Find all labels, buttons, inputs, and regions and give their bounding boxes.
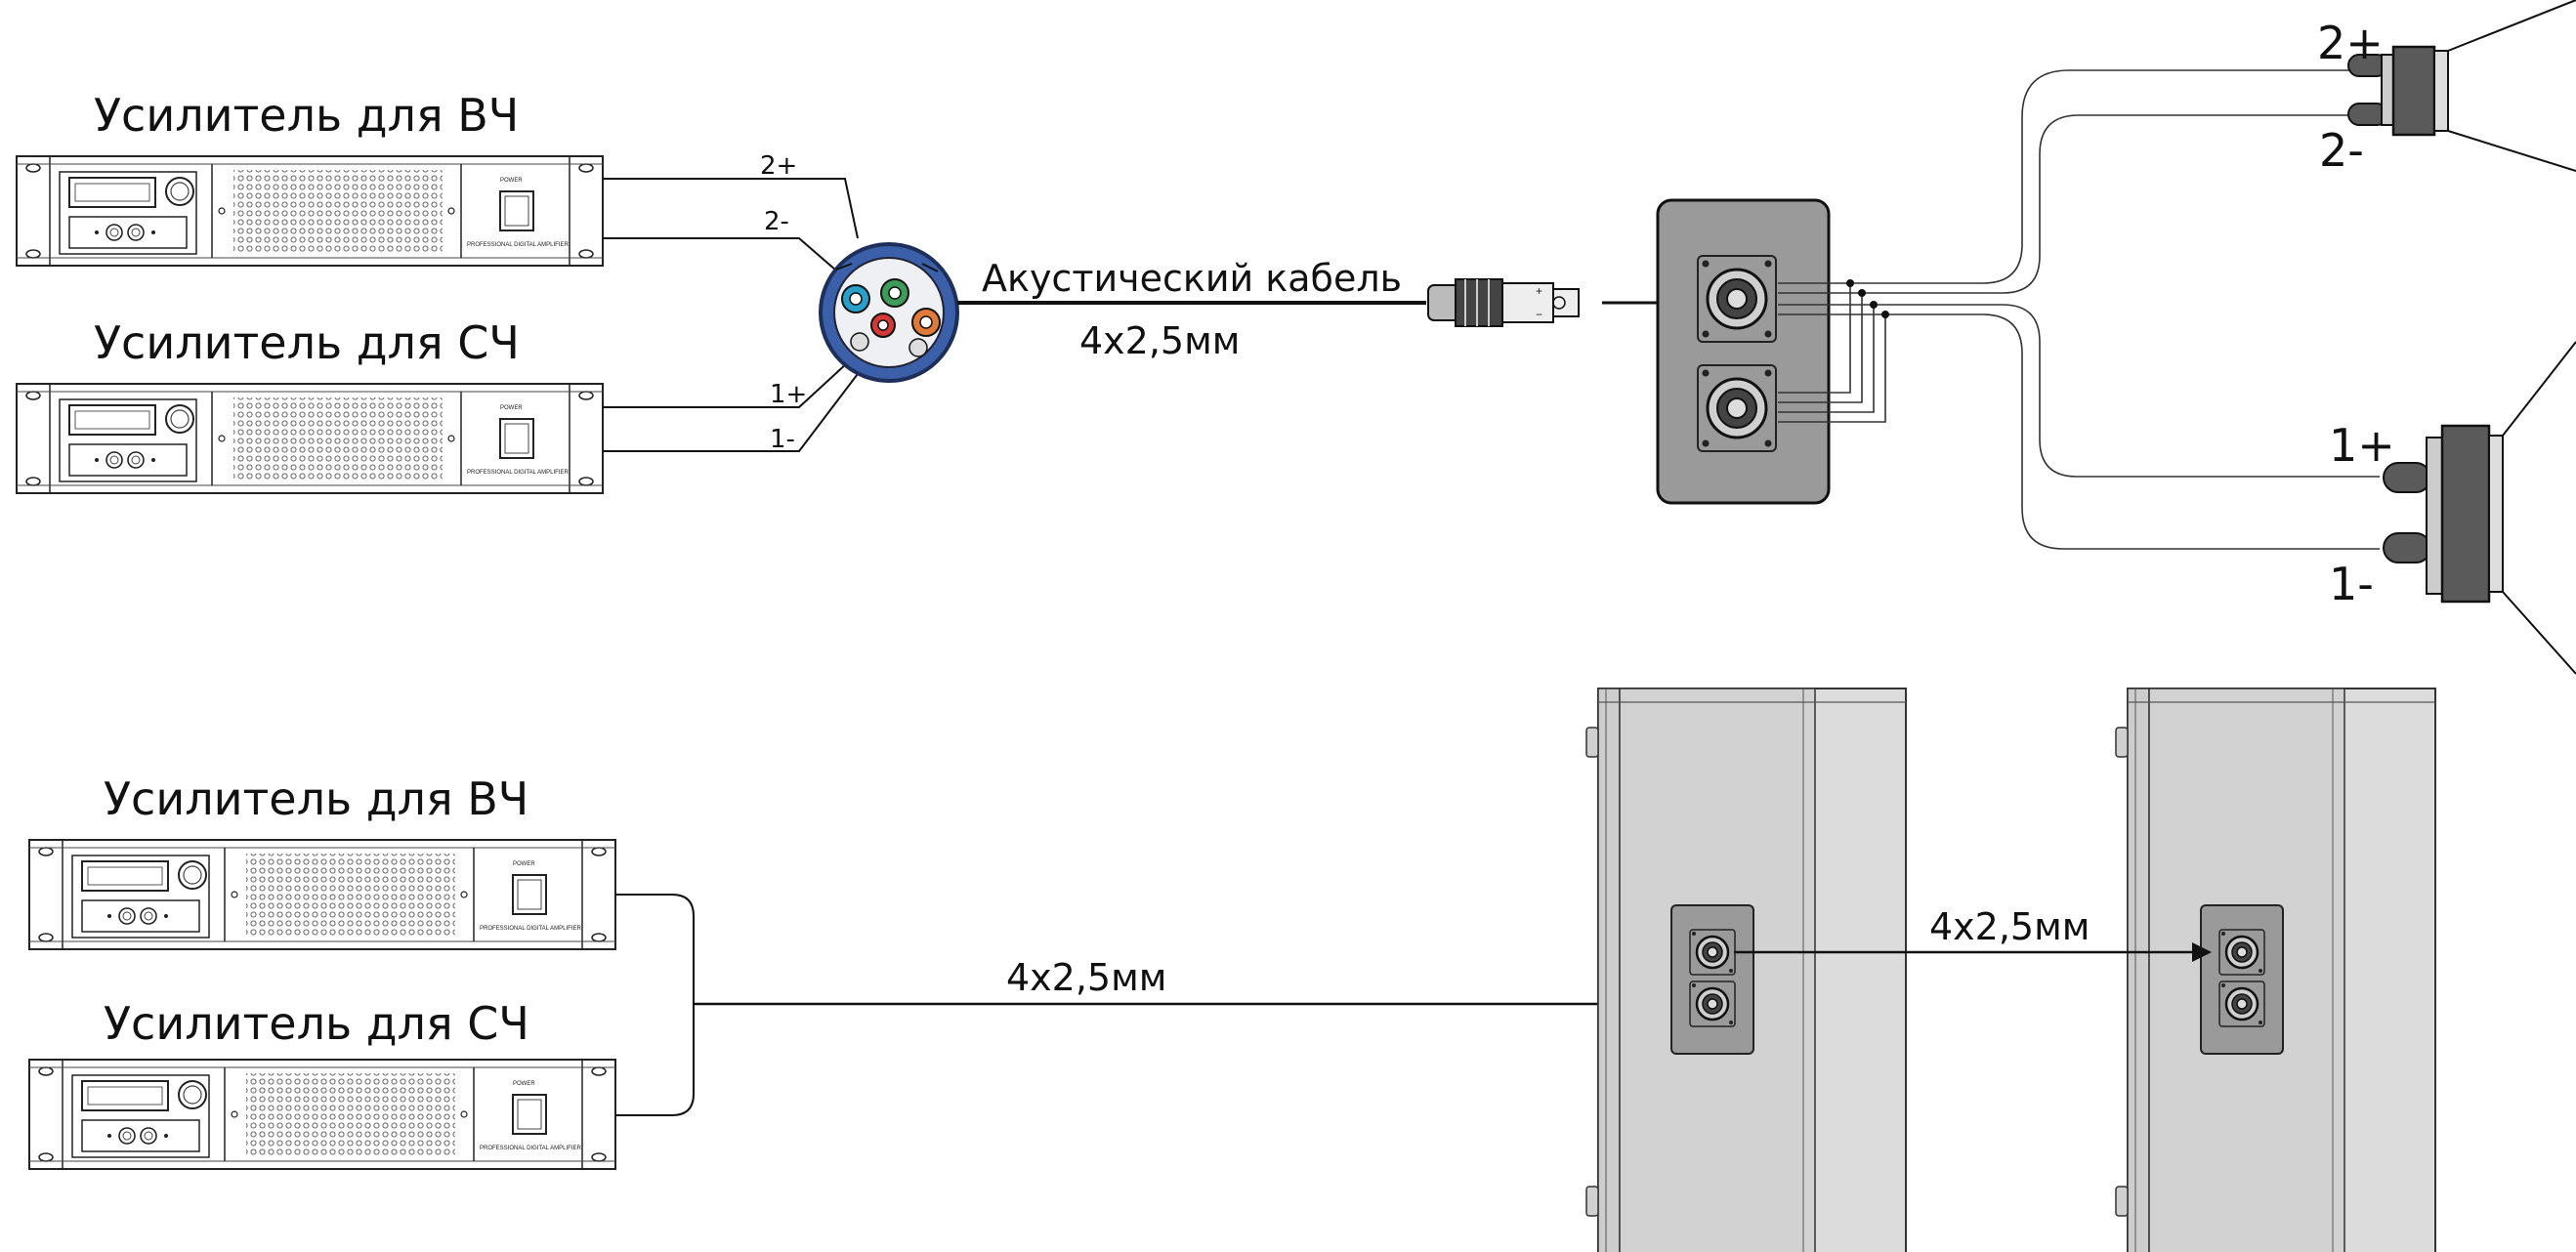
cable-spec-top: 4x2,5мм [1079, 319, 1240, 362]
pin-label-1minus: 1- [770, 425, 795, 454]
model-label: PROFESSIONAL DIGITAL AMPLIFIER [467, 242, 569, 248]
driver-hf-pin-minus: 2- [2319, 124, 2364, 177]
amp-mf-title-bottom: Усилитель для СЧ [104, 997, 529, 1050]
svg-text:−: − [1536, 308, 1542, 321]
amplifier-hf-top: POWER PROFESSIONAL DIGITAL AMPLIFIER [16, 155, 604, 267]
speaker-cabinet-1 [1585, 688, 1907, 1252]
amplifier-hf-bottom: POWER PROFESSIONAL DIGITAL AMPLIFIER [28, 839, 616, 950]
pin-label-2plus: 2+ [760, 151, 797, 181]
speakon-cable-plug: + − [1427, 278, 1580, 327]
model-label: PROFESSIONAL DIGITAL AMPLIFIER [480, 926, 581, 932]
model-label: PROFESSIONAL DIGITAL AMPLIFIER [480, 1146, 581, 1151]
cable-spec-bottom-main: 4x2,5мм [1006, 956, 1166, 999]
cable-spec-bottom-link: 4x2,5мм [1929, 905, 2090, 948]
driver-hf-pin-plus: 2+ [2317, 17, 2384, 69]
amp-mf-title-top: Усилитель для СЧ [94, 316, 520, 369]
amplifier-mf-bottom: POWER PROFESSIONAL DIGITAL AMPLIFIER [28, 1059, 616, 1170]
power-label: POWER [513, 861, 535, 867]
speaker-cabinet-2 [2115, 688, 2436, 1252]
power-label: POWER [500, 178, 523, 184]
driver-mf [2383, 341, 2576, 675]
pin-label-2minus: 2- [764, 207, 789, 236]
amp-hf-title-bottom: Усилитель для ВЧ [104, 772, 528, 825]
power-label: POWER [513, 1081, 535, 1087]
driver-mf-pin-minus: 1- [2329, 558, 2374, 610]
power-label: POWER [500, 405, 523, 411]
amplifier-mf-top: POWER PROFESSIONAL DIGITAL AMPLIFIER [16, 383, 604, 494]
model-label: PROFESSIONAL DIGITAL AMPLIFIER [467, 470, 569, 476]
driver-hf [2347, 0, 2576, 172]
nl4-connector-face [819, 242, 959, 383]
speaker-input-panel [1656, 198, 1831, 505]
driver-mf-pin-plus: 1+ [2329, 419, 2395, 472]
cable-label: Акустический кабель [982, 257, 1402, 300]
svg-text:+: + [1536, 284, 1542, 298]
pin-label-1plus: 1+ [770, 380, 807, 409]
amp-hf-title-top: Усилитель для ВЧ [94, 89, 519, 142]
